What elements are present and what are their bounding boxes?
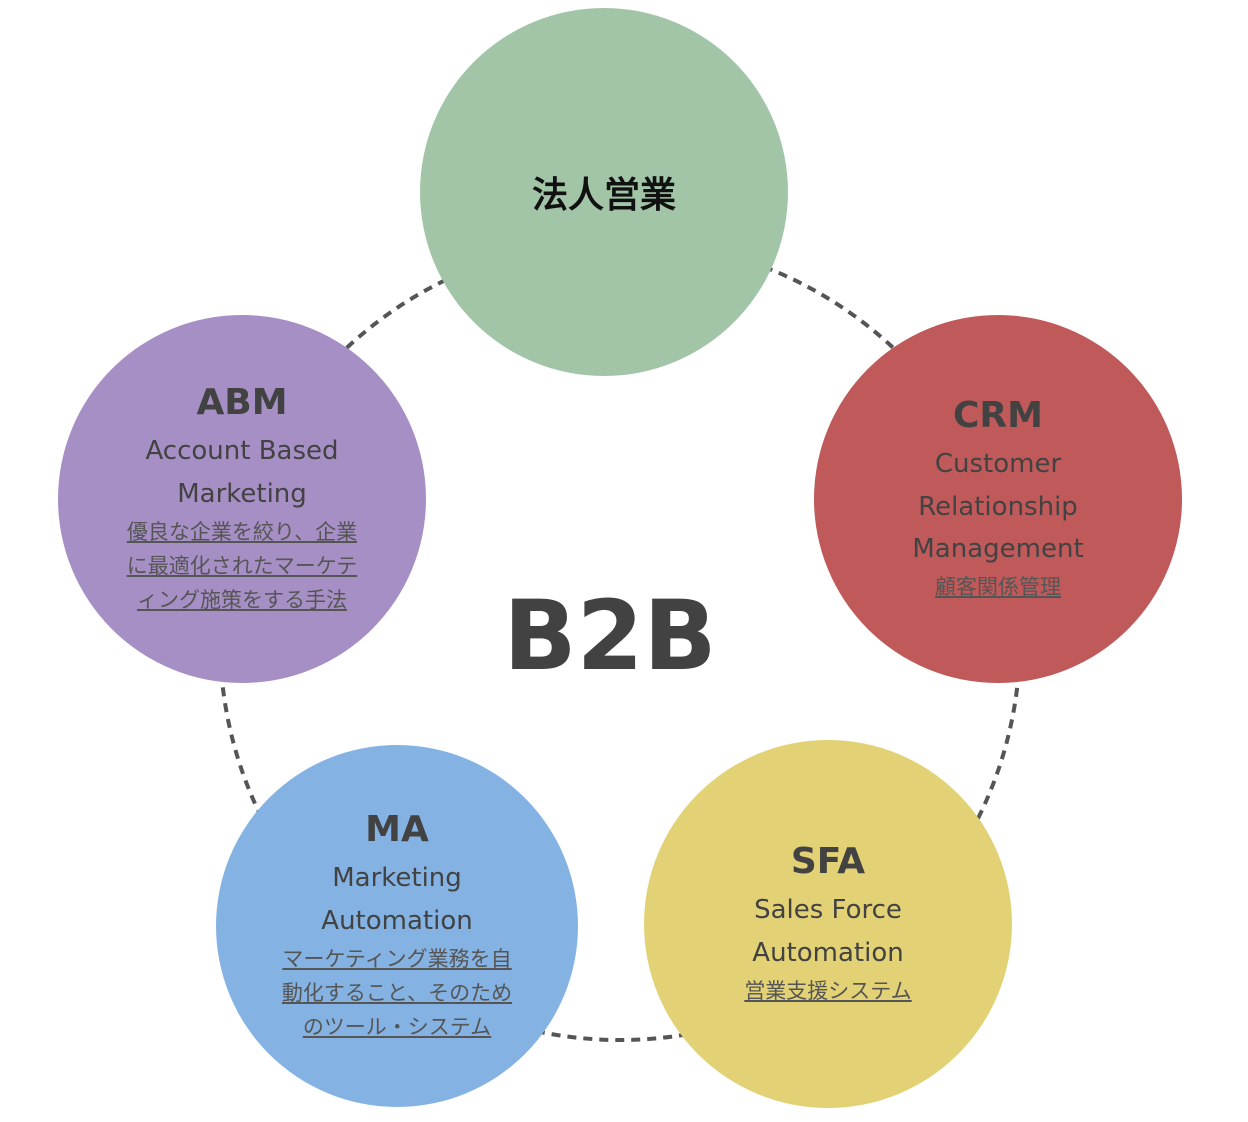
node-corporate-sales-label: 法人営業 (531, 175, 676, 216)
node-crm: CRM Customer Relationship Management 顧客関… (814, 315, 1182, 683)
ma-description-line: のツール・システム (302, 1014, 492, 1039)
abm-description-line: 優良な企業を絞り、企業 (126, 519, 358, 544)
node-ma: MA Marketing Automation マーケティング業務を自 動化する… (216, 745, 578, 1107)
center-label: B2B (503, 580, 717, 692)
crm-full-name-line: Customer (934, 449, 1062, 480)
ma-description-line: 動化すること、そのため (281, 980, 513, 1005)
crm-abbr: CRM (953, 395, 1043, 437)
abm-description-line: ィング施策をする手法 (137, 587, 347, 612)
crm-full-name-line: Management (912, 533, 1084, 564)
node-corporate-sales: 法人営業 (420, 8, 788, 376)
abm-abbr: ABM (196, 382, 288, 424)
sfa-description: 営業支援システム (744, 978, 912, 1003)
crm-full-name-line: Relationship (918, 491, 1078, 522)
ma-abbr: MA (365, 809, 429, 851)
sfa-abbr: SFA (790, 841, 866, 883)
abm-description-line: に最適化されたマーケテ (126, 553, 358, 578)
node-sfa: SFA Sales Force Automation 営業支援システム (644, 740, 1012, 1108)
sfa-full-name-line: Automation (752, 937, 904, 968)
abm-full-name-line: Account Based (145, 436, 339, 467)
sfa-full-name-line: Sales Force (754, 895, 902, 926)
ma-full-name-line: Automation (321, 905, 473, 936)
ma-description-line: マーケティング業務を自 (282, 946, 512, 971)
ma-full-name-line: Marketing (332, 863, 462, 894)
abm-full-name-line: Marketing (177, 478, 307, 509)
crm-description: 顧客関係管理 (935, 574, 1061, 599)
node-abm: ABM Account Based Marketing 優良な企業を絞り、企業 … (58, 315, 426, 683)
